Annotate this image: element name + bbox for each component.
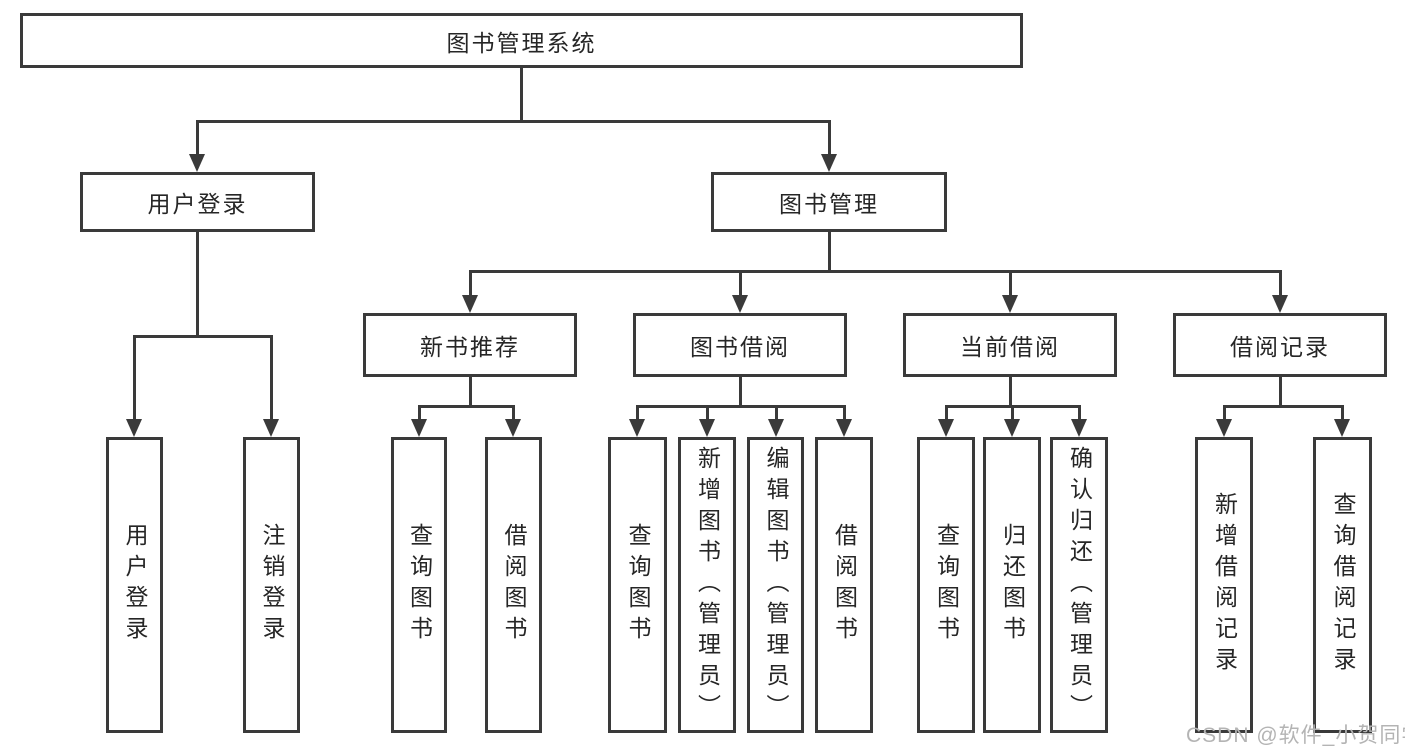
arrow-down-icon [189,154,205,172]
arrow-down-icon [1002,295,1018,313]
node-leaf-query-borrow-record: 查询借阅记录 [1313,437,1372,733]
connector-stem-book-borrow [739,377,742,408]
connector-drop-current-borrow [945,405,948,421]
node-label-leaf-query-book-2: 查询图书 [625,523,651,647]
arrow-down-icon [126,419,142,437]
node-label-root: 图书管理系统 [446,29,597,56]
connector-stem-current-borrow [1009,377,1012,408]
connector-drop-borrow-records [1341,405,1344,421]
node-label-leaf-edit-book: 编辑图书（管理员） [763,445,789,725]
connector-drop-new-book-rec [418,405,421,421]
node-label-new-book-rec: 新书推荐 [420,334,520,360]
connector-drop-user-login [133,335,136,421]
connector-drop-borrow-records [1223,405,1226,421]
arrow-down-icon [629,419,645,437]
node-label-leaf-borrow-book-2: 借阅图书 [831,523,858,647]
connector-drop-book-mgmt [739,270,742,297]
node-leaf-edit-book: 编辑图书（管理员） [747,437,804,733]
arrow-down-icon [462,295,478,313]
connector-drop-current-borrow [1078,405,1081,421]
connector-rail-user-login [133,335,273,338]
connector-drop-new-book-rec [512,405,515,421]
arrow-down-icon [821,154,837,172]
connector-stem-new-book-rec [469,377,472,408]
node-label-leaf-query-book-3: 查询图书 [933,523,960,647]
node-leaf-query-book-3: 查询图书 [917,437,975,733]
connector-rail-new-book-rec [418,405,515,408]
node-label-leaf-query-book-1: 查询图书 [406,523,433,647]
connector-stem-borrow-records [1279,377,1282,408]
node-label-user-login: 用户登录 [147,191,248,217]
connector-rail-borrow-records [1223,405,1344,408]
connector-rail-book-mgmt [469,270,1282,273]
node-leaf-borrow-book-2: 借阅图书 [815,437,873,733]
arrow-down-icon [1004,419,1020,437]
connector-rail-root [196,120,831,123]
node-leaf-user-login: 用户登录 [106,437,163,733]
node-label-leaf-borrow-book-1: 借阅图书 [501,523,527,647]
arrow-down-icon [263,419,279,437]
connector-stem-book-mgmt [828,232,831,273]
arrow-down-icon [1071,419,1087,437]
connector-drop-user-login [270,335,273,421]
node-label-leaf-add-borrow-record: 新增借阅记录 [1211,492,1238,678]
connector-drop-book-mgmt [469,270,472,297]
connector-drop-root [828,120,831,156]
arrow-down-icon [938,419,954,437]
connector-drop-book-borrow [843,405,846,421]
node-leaf-return-book: 归还图书 [983,437,1041,733]
connector-drop-book-borrow [636,405,639,421]
node-book-mgmt: 图书管理 [711,172,947,232]
node-book-borrow: 图书借阅 [633,313,847,377]
connector-drop-book-mgmt [1279,270,1282,297]
node-current-borrow: 当前借阅 [903,313,1117,377]
node-leaf-query-book-1: 查询图书 [391,437,447,733]
arrow-down-icon [411,419,427,437]
node-label-borrow-records: 借阅记录 [1230,334,1330,360]
connector-drop-current-borrow [1011,405,1014,421]
arrow-down-icon [768,419,784,437]
arrow-down-icon [1334,419,1350,437]
node-label-leaf-logout: 注销登录 [259,523,285,647]
node-user-login: 用户登录 [80,172,315,232]
node-label-book-borrow: 图书借阅 [690,334,790,360]
arrow-down-icon [732,295,748,313]
node-label-leaf-add-book: 新增图书（管理员） [694,445,721,725]
node-borrow-records: 借阅记录 [1173,313,1387,377]
connector-rail-book-borrow [636,405,846,408]
node-leaf-add-borrow-record: 新增借阅记录 [1195,437,1253,733]
node-root: 图书管理系统 [20,13,1023,68]
connector-stem-root [520,68,523,123]
arrow-down-icon [505,419,521,437]
arrow-down-icon [836,419,852,437]
node-label-leaf-return-book: 归还图书 [999,523,1026,647]
node-label-current-borrow: 当前借阅 [960,334,1060,360]
node-leaf-borrow-book-1: 借阅图书 [485,437,542,733]
connector-drop-book-borrow [775,405,778,421]
arrow-down-icon [1216,419,1232,437]
node-label-book-mgmt: 图书管理 [779,191,879,217]
csdn-watermark: CSDN @软件_小贺同学 [1186,724,1405,747]
arrow-down-icon [1272,295,1288,313]
connector-stem-user-login [196,232,199,338]
node-leaf-query-book-2: 查询图书 [608,437,667,733]
connector-drop-book-mgmt [1009,270,1012,297]
node-label-leaf-user-login: 用户登录 [122,523,148,647]
arrow-down-icon [699,419,715,437]
connector-drop-book-borrow [706,405,709,421]
node-leaf-logout: 注销登录 [243,437,300,733]
node-leaf-confirm-return: 确认归还（管理员） [1050,437,1108,733]
connector-drop-root [196,120,199,156]
node-new-book-rec: 新书推荐 [363,313,577,377]
node-label-leaf-query-borrow-record: 查询借阅记录 [1330,492,1356,678]
node-leaf-add-book: 新增图书（管理员） [678,437,736,733]
node-label-leaf-confirm-return: 确认归还（管理员） [1066,445,1093,725]
